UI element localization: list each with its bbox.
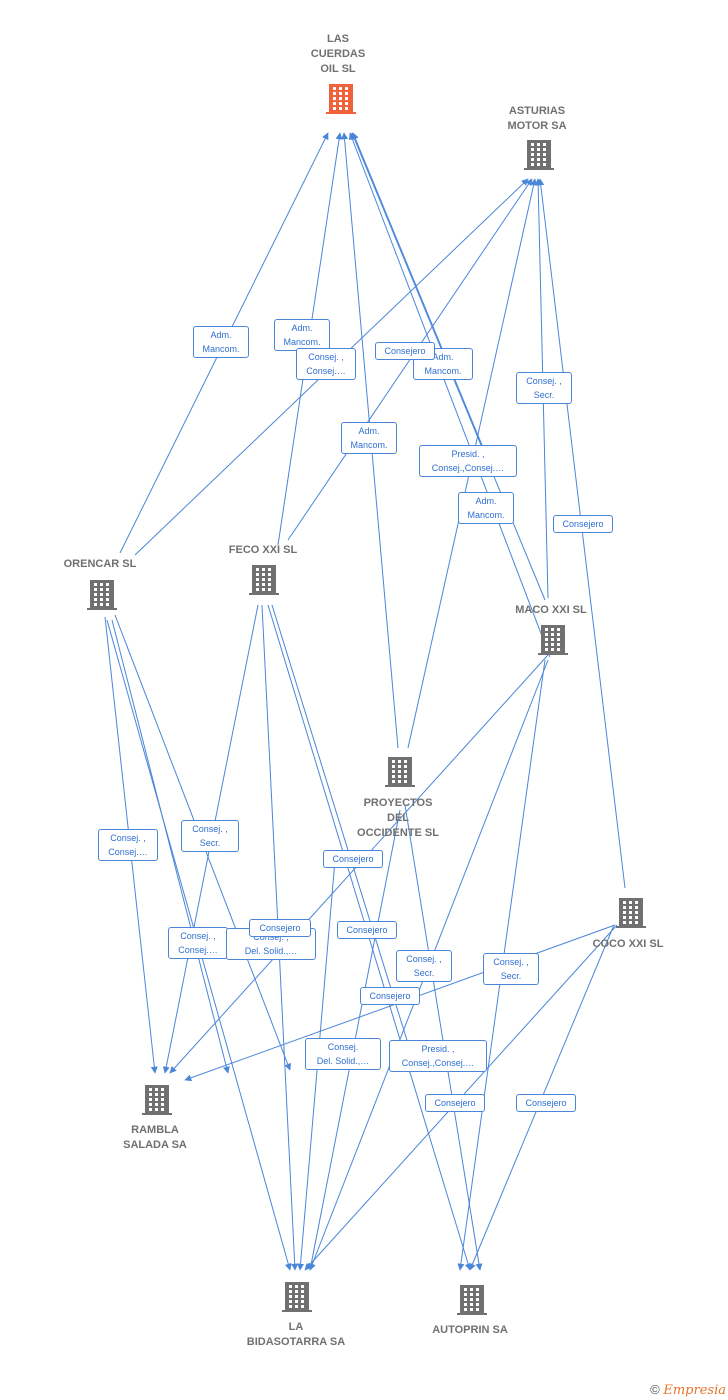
relationship-edge [111, 619, 230, 1074]
edge-label[interactable]: Consej. ,Secr. [516, 372, 572, 404]
relationship-edge [271, 604, 412, 1051]
edge-label[interactable]: Consejero [249, 919, 311, 937]
building-icon[interactable] [538, 625, 568, 655]
building-icon[interactable] [326, 84, 356, 114]
building-icon[interactable] [616, 898, 646, 928]
relationship-edge [348, 132, 551, 658]
building-icon[interactable] [142, 1085, 172, 1115]
building-icon[interactable] [282, 1282, 312, 1312]
edge-label[interactable]: Consejero [360, 987, 420, 1005]
node-label-maco[interactable]: MACO XXI SL [515, 604, 587, 616]
edge-label[interactable]: Presid. ,Consej.,Consej.… [419, 445, 517, 477]
edge-label[interactable]: Presid. ,Consej.,Consej.… [389, 1040, 487, 1072]
edge-label[interactable]: Consej. ,Secr. [483, 953, 539, 985]
relationship-edge [352, 132, 485, 451]
icons-layer [87, 84, 646, 1315]
edge-label[interactable]: Adm.Mancom. [458, 492, 514, 524]
edge-label[interactable]: Adm.Mancom. [193, 326, 249, 358]
copyright-icon: © [650, 1382, 660, 1397]
edge-label[interactable]: Consejero [553, 515, 613, 533]
building-icon[interactable] [249, 565, 279, 595]
edge-label[interactable]: Consej. ,Consej.… [168, 927, 228, 959]
building-icon[interactable] [524, 140, 554, 170]
building-icon[interactable] [385, 757, 415, 787]
node-label-orencar[interactable]: ORENCAR SL [63, 558, 137, 570]
edge-label[interactable]: Consejero [516, 1094, 576, 1112]
edge-label[interactable]: Consej.Del. Solid.,… [305, 1038, 381, 1070]
relationship-edge [537, 178, 626, 889]
edge-label[interactable]: Consej. ,Secr. [396, 950, 452, 982]
edge-label[interactable]: Consej. ,Consej.… [296, 348, 356, 380]
edge-label[interactable]: Consejero [337, 921, 397, 939]
edge-label[interactable]: Consej. ,Secr. [181, 820, 239, 852]
node-label-feco[interactable]: FECO XXI SL [228, 544, 298, 556]
node-label-coco[interactable]: COCO XXI SL [592, 938, 664, 950]
edge-label[interactable]: Consejero [375, 342, 435, 360]
edge-label[interactable]: Consej. ,Consej.… [98, 829, 158, 861]
edge-label[interactable]: Adm.Mancom. [341, 422, 397, 454]
copyright-notice: © Empresia [650, 1382, 726, 1398]
empresia-logo: Empresia [663, 1383, 726, 1398]
edge-label[interactable]: Adm.Mancom. [274, 319, 330, 351]
edge-label[interactable]: Adm.Mancom. [413, 348, 473, 380]
building-icon[interactable] [87, 580, 117, 610]
node-label-autoprin[interactable]: AUTOPRIN SA [432, 1324, 508, 1336]
relationship-edge [404, 804, 483, 1271]
edge-label[interactable]: Consejero [425, 1094, 485, 1112]
edge-label[interactable]: Consejero [323, 850, 383, 868]
building-icon[interactable] [457, 1285, 487, 1315]
